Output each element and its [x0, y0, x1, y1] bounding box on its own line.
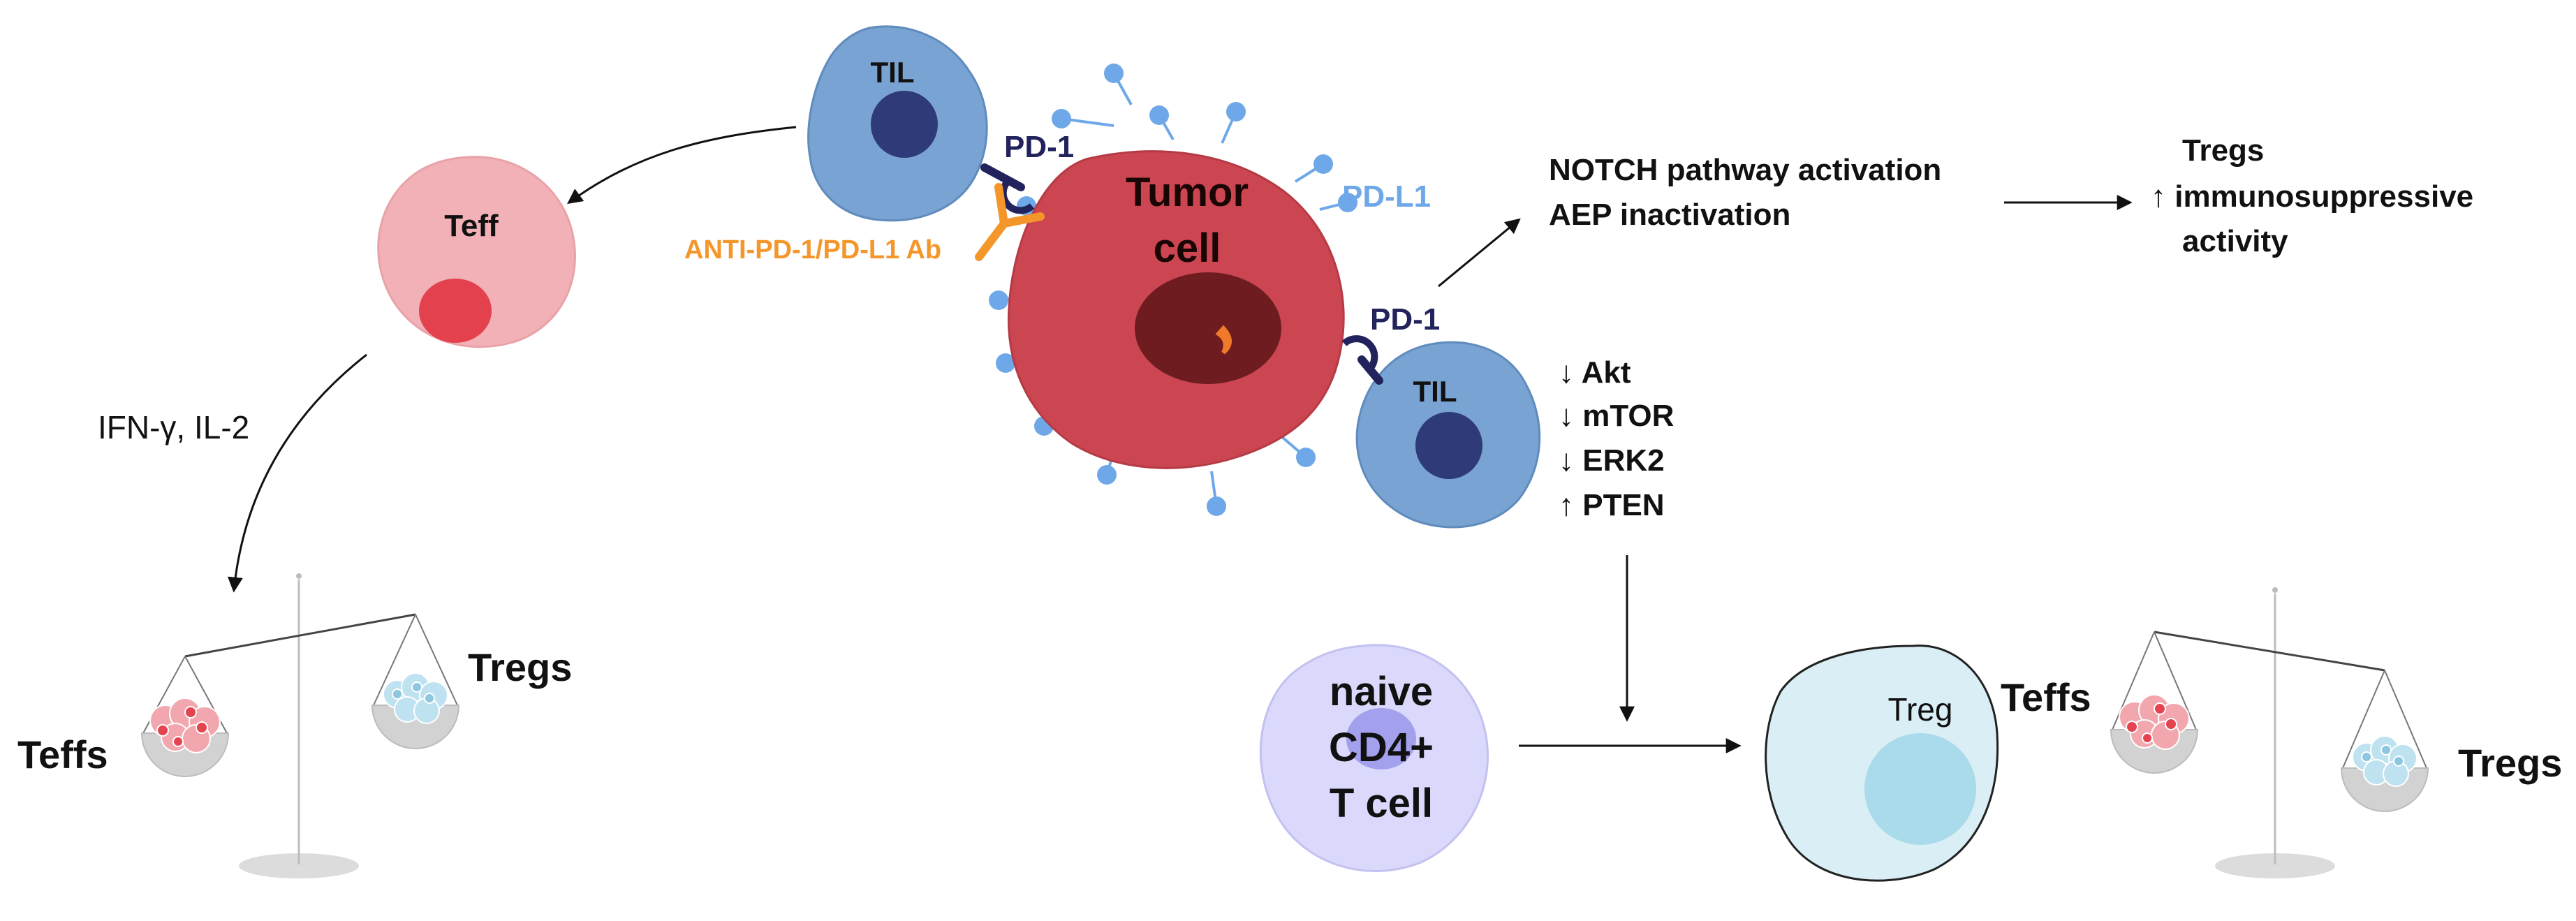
scale-beam: [184, 613, 416, 658]
scale-pivot: [296, 573, 302, 579]
pd1-receptor-bottom: [1341, 335, 1383, 385]
scale-pan-cell: [392, 688, 403, 700]
naive-label-line1: naive: [1330, 669, 1433, 714]
scale-string: [2154, 631, 2197, 730]
til-cell-bottom: TIL: [1355, 341, 1541, 529]
pdl1-receptor-head: [1207, 496, 1226, 516]
tumor-nucleus: [1135, 272, 1281, 384]
balance-scale-left: [140, 573, 460, 878]
teff-cell: Teff: [377, 156, 576, 348]
cytokines-label: IFN-γ, IL-2: [98, 409, 249, 445]
teff-label: Teff: [444, 209, 499, 243]
arrow-tumor-to-notch: [1438, 218, 1521, 288]
scale-pan-cell: [411, 681, 422, 693]
antibody-label: ANTI-PD-1/PD-L1 Ab: [684, 235, 941, 265]
scale-pan-cell: [2380, 744, 2392, 756]
pdl1-receptor-head: [1226, 102, 1246, 121]
pdl1-receptor-head: [1296, 448, 1316, 467]
pdl1-receptor-head: [1052, 109, 1071, 128]
pdl1-label: PD-L1: [1342, 179, 1431, 214]
scale-pan-cell: [2142, 732, 2153, 744]
signal-mtor-label: ↓ mTOR: [1559, 399, 1674, 433]
pd1-receptor-top: [980, 163, 1035, 214]
til-bottom-label: TIL: [1413, 375, 1457, 408]
scale-pan-cell: [2393, 756, 2404, 767]
pdl1-receptor-head: [996, 353, 1015, 373]
left-scale-tregs-label: Tregs: [468, 645, 572, 689]
scale-pan-cell: [424, 693, 435, 704]
arrow-til-to-teff: [567, 126, 797, 205]
scale-beam: [2154, 631, 2385, 672]
aep-inactivation-label: AEP inactivation: [1549, 198, 1790, 232]
signal-pten-label: ↑ PTEN: [1559, 488, 1665, 522]
arrow-teff-to-scale: [227, 353, 367, 593]
pd1-top-label: PD-1: [1004, 130, 1074, 164]
pd1-bottom-label: PD-1: [1370, 302, 1440, 337]
scale-pan-cell: [2126, 721, 2138, 733]
til-cell-top: TIL: [807, 25, 988, 222]
scale-pan-cell: [172, 736, 184, 747]
til-top-nucleus: [871, 91, 938, 158]
outcome-tregs-label: Tregs: [2182, 133, 2264, 168]
left-scale-teffs-label: Teffs: [17, 732, 108, 776]
pdl1-receptor-head: [1338, 193, 1357, 212]
scale-base: [2215, 853, 2335, 878]
treg-label: Treg: [1888, 691, 1953, 728]
pdl1-receptor-head: [989, 290, 1008, 310]
naive-cd4-t-cell: naive CD4+ T cell: [1259, 644, 1489, 872]
scale-pan-cell: [2361, 751, 2372, 762]
tumor-nucleolus-crescent: [1215, 325, 1232, 355]
treg-cell: Treg: [1765, 644, 1999, 882]
naive-nucleus: [1346, 708, 1416, 769]
pdl1-receptor-head: [1149, 105, 1169, 125]
naive-label-line3: T cell: [1330, 781, 1433, 826]
scale-pivot: [2272, 587, 2278, 593]
scale-base: [239, 853, 359, 878]
tumor-label-line2: cell: [1154, 226, 1221, 271]
anti-pd1-antibody-icon: [975, 183, 1045, 261]
outcome-activity-label: activity: [2182, 224, 2288, 258]
signal-akt-label: ↓ Akt: [1559, 355, 1631, 390]
right-scale-teffs-label: Teffs: [2001, 675, 2091, 719]
naive-label-line2: CD4+: [1329, 725, 1434, 770]
scale-string: [415, 614, 458, 706]
til-top-label: TIL: [871, 56, 915, 89]
scale-pan-cell: [196, 721, 208, 734]
scale-string: [2342, 670, 2385, 769]
scale-string: [373, 614, 416, 706]
right-scale-tregs-label: Tregs: [2458, 741, 2562, 785]
treg-nucleus: [1864, 733, 1976, 845]
signal-erk2-label: ↓ ERK2: [1559, 443, 1665, 478]
scale-pan-cell: [2154, 702, 2166, 715]
balance-scale-right: [2110, 587, 2429, 878]
pdl1-receptor-head: [1313, 154, 1333, 174]
scale-string: [2384, 670, 2427, 769]
teff-nucleus: [419, 279, 492, 343]
outcome-immunosuppressive-label: ↑ immunosuppressive: [2151, 179, 2473, 214]
scale-pan-cell: [156, 724, 169, 737]
scale-pan-cell: [2165, 718, 2177, 730]
tumor-cell: Tumor cell: [1007, 150, 1345, 469]
til-bottom-nucleus: [1415, 412, 1482, 479]
notch-activation-label: NOTCH pathway activation: [1549, 153, 1941, 187]
scale-pan-cell: [184, 706, 197, 719]
pdl1-receptor-head: [1097, 465, 1117, 485]
tumor-label-line1: Tumor: [1126, 170, 1249, 215]
pdl1-receptor-head: [1104, 64, 1124, 83]
